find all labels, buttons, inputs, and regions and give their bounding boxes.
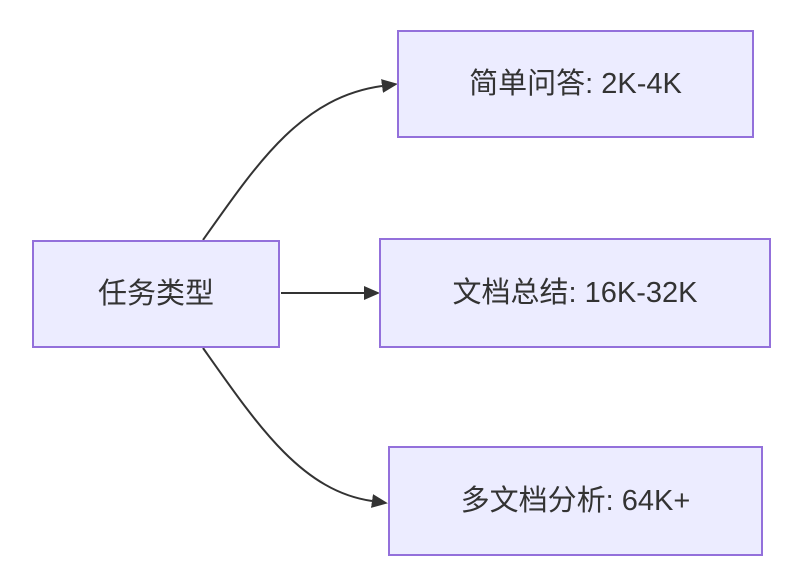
- node-multi-doc-analysis-label: 多文档分析: 64K+: [460, 484, 691, 517]
- node-simple-qa-label: 简单问答: 2K-4K: [469, 67, 682, 100]
- node-doc-summary: 文档总结: 16K-32K: [379, 238, 771, 348]
- edge-root-to-top: [202, 79, 398, 241]
- edge-root-to-bottom: [202, 347, 388, 508]
- node-task-type: 任务类型: [32, 240, 280, 348]
- node-multi-doc-analysis: 多文档分析: 64K+: [388, 446, 763, 556]
- node-task-type-label: 任务类型: [97, 277, 214, 310]
- node-doc-summary-label: 文档总结: 16K-32K: [452, 276, 698, 309]
- node-simple-qa: 简单问答: 2K-4K: [397, 30, 754, 138]
